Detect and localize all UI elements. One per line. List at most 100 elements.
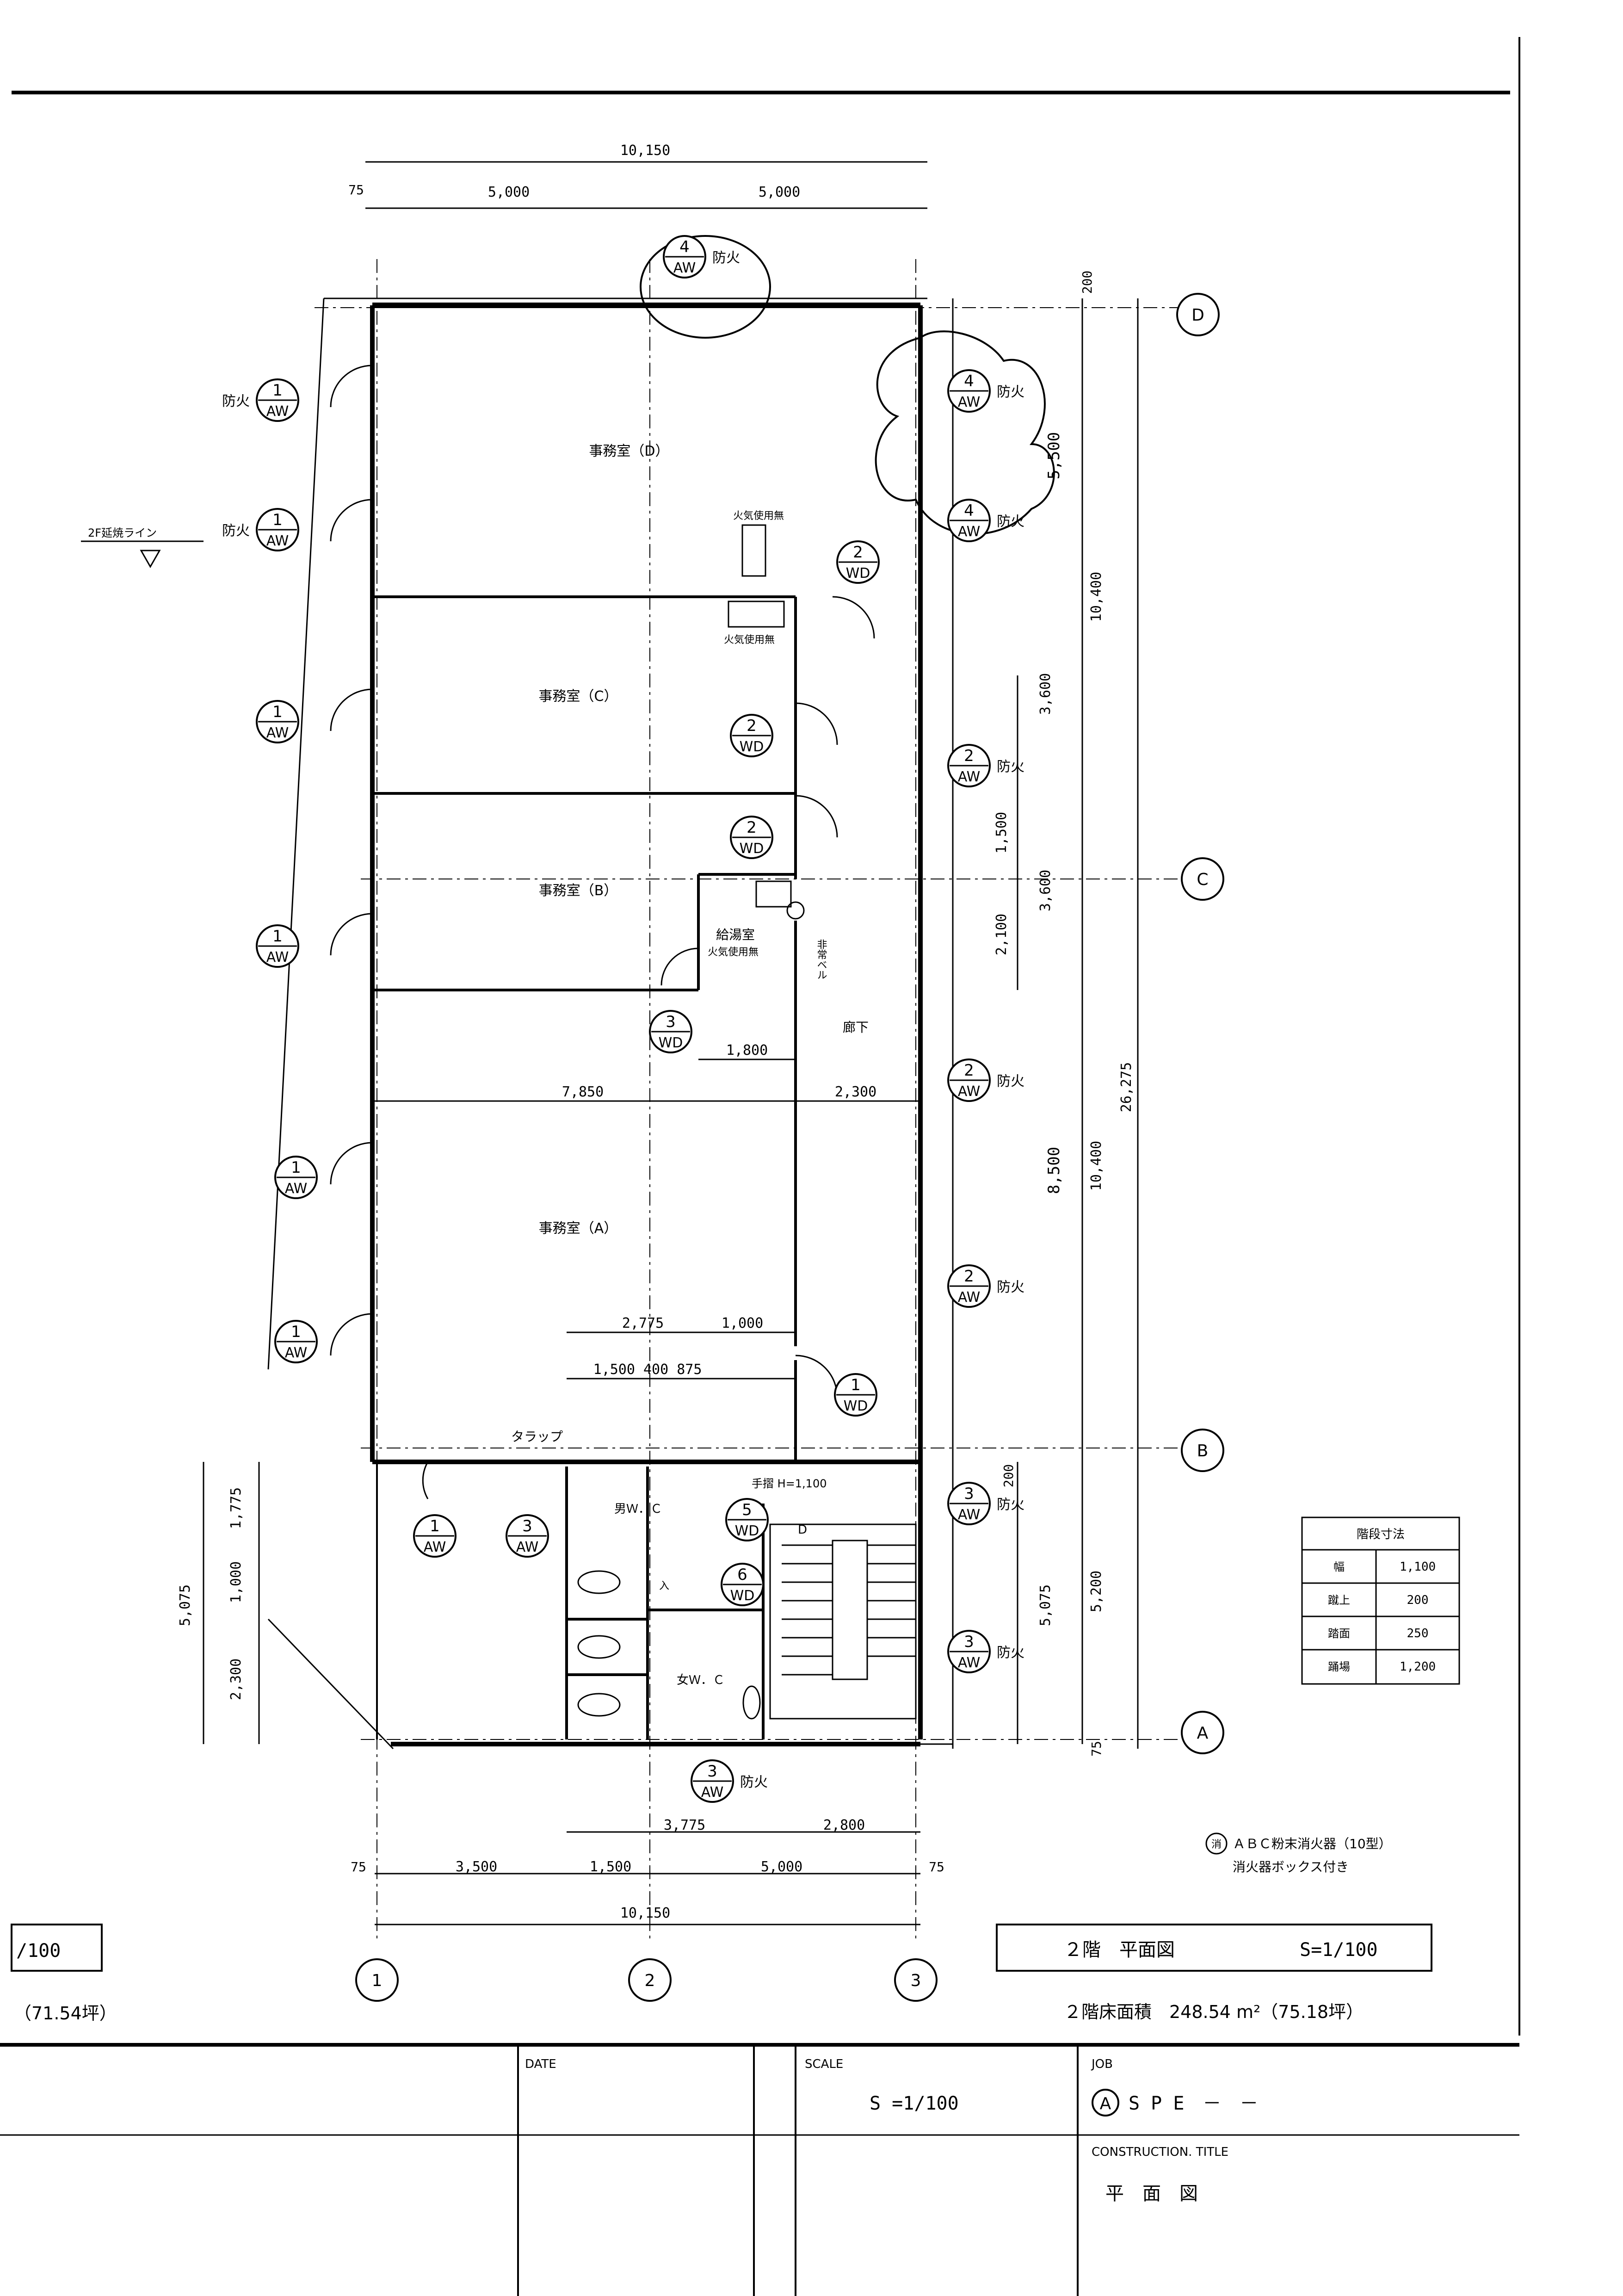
dim-right-5075: 5,075 <box>1037 1584 1054 1626</box>
tag-number: 1 <box>272 511 283 529</box>
dim-left-1000: 1,000 <box>228 1561 244 1603</box>
dim-mid-1800: 1,800 <box>726 1042 768 1058</box>
dim-bot-75: 75 <box>351 1859 366 1875</box>
title-text: /100 （71.54坪） ２階 平面図 S=1/100 ２階床面積 248.5… <box>14 1939 1378 2204</box>
grid-label-3: 3 <box>911 1971 921 1990</box>
dim-bot-2800: 2,800 <box>823 1817 865 1833</box>
tag-fire-note: 防火 <box>712 250 740 266</box>
dim-right-10400: 10,400 <box>1088 572 1105 622</box>
dim-bot-total: 10,150 <box>620 1905 670 1921</box>
toilet-icon <box>577 1693 621 1717</box>
note-fire-use: 火気使用無 <box>708 947 759 958</box>
dim-right-3600: 3,600 <box>1037 673 1054 715</box>
window-tag: 1AW 防火 <box>222 508 299 551</box>
tag-type: AW <box>266 725 289 741</box>
dim-right-75: 75 <box>1089 1741 1104 1757</box>
tag-type: AW <box>266 949 289 965</box>
tag-number: 3 <box>964 1485 974 1503</box>
exterior-walls <box>267 297 953 1746</box>
tag-number: 3 <box>522 1517 532 1535</box>
tag-fire-note: 防火 <box>997 1279 1024 1295</box>
window-tag: 1AW <box>256 700 299 743</box>
dim-left-5075: 5,075 <box>177 1584 193 1626</box>
tag-type: WD <box>846 565 870 582</box>
stair-table-value: 250 <box>1407 1627 1429 1640</box>
dim-mid-1500-400-875: 1,500 400 875 <box>593 1362 702 1378</box>
tag-number: 4 <box>679 238 690 256</box>
sink-icon <box>741 524 766 577</box>
grid-label-c: C <box>1197 870 1208 889</box>
job-circle-icon <box>1092 2089 1119 2117</box>
construction-title-value: 平 面 図 <box>1105 2183 1198 2204</box>
tag-number: 3 <box>707 1762 717 1781</box>
window-tag: 4AW 防火 <box>663 235 740 278</box>
grid-bubble-d <box>1176 293 1220 336</box>
left-scale-fragment: /100 <box>16 1940 61 1962</box>
tag-type: AW <box>958 524 981 540</box>
grid-bubble-a <box>1181 1711 1224 1754</box>
tag-type: AW <box>958 1083 981 1100</box>
tag-number: 1 <box>272 381 283 400</box>
job-value: S P E － － <box>1129 2093 1258 2114</box>
room-office-a: 事務室（A） <box>539 1220 618 1237</box>
grid-bubble-3 <box>894 1958 938 2002</box>
dim-right-200: 200 <box>1001 1464 1016 1488</box>
grid-label-d: D <box>1191 306 1204 325</box>
tag-type: WD <box>740 841 764 857</box>
window-tag: 5WD <box>725 1498 769 1541</box>
extinguisher-box-note: 消火器ボックス付き <box>1233 1859 1349 1875</box>
grid-bubble-1 <box>355 1958 399 2002</box>
job-label: JOB <box>1091 2057 1113 2071</box>
job-code-mark: A <box>1100 2094 1111 2113</box>
window-tag: 1AW <box>274 1320 318 1363</box>
note-fire-use: 火気使用無 <box>733 510 784 522</box>
dim-bot-1500: 1,500 <box>590 1859 631 1875</box>
dim-right-3600: 3,600 <box>1037 870 1054 911</box>
stair-table-label: 踊場 <box>1328 1660 1350 1673</box>
note-emergency-bell: 非常ベル <box>815 939 827 980</box>
grid-bubbles <box>355 293 1224 2002</box>
tag-fire-note: 防火 <box>997 1645 1024 1661</box>
dim-bot-3775: 3,775 <box>664 1817 705 1833</box>
note-fire-use: 火気使用無 <box>724 634 775 646</box>
left-area-fragment: （71.54坪） <box>14 2003 117 2024</box>
toilet-icon <box>577 1570 621 1594</box>
tag-number: 2 <box>964 747 974 765</box>
room-corridor: 廊下 <box>843 1020 869 1035</box>
window-tag: 1AW <box>274 1156 318 1199</box>
room-womens-wc: 女Ｗ．Ｃ <box>677 1673 725 1687</box>
dim-mid-2300: 2,300 <box>835 1084 876 1100</box>
tag-type: WD <box>659 1035 683 1051</box>
grid-label-b: B <box>1197 1442 1209 1461</box>
stair-table-value: 1,200 <box>1400 1660 1436 1674</box>
toilet-icon <box>577 1635 621 1659</box>
tag-fire-note: 防火 <box>222 523 250 539</box>
title-area <box>0 1924 1519 2296</box>
tag-type: AW <box>266 533 289 549</box>
sink-icon <box>755 880 792 908</box>
note-extension-line: 2F延焼ライン <box>88 526 157 539</box>
dim-right-10400: 10,400 <box>1088 1141 1105 1191</box>
tag-number: 2 <box>747 717 757 735</box>
tag-number: 2 <box>964 1061 974 1080</box>
room-office-c: 事務室（C） <box>539 688 618 705</box>
tag-type: AW <box>673 260 696 276</box>
extinguisher-icon <box>786 901 805 920</box>
extinguisher-mark: 消 <box>1211 1839 1222 1850</box>
tag-fire-note: 防火 <box>740 1774 768 1790</box>
tag-type: AW <box>266 403 289 420</box>
window-tag: 3AW <box>506 1514 549 1558</box>
dim-mid-7850: 7,850 <box>562 1084 604 1100</box>
tag-number: 1 <box>291 1158 301 1177</box>
extinguisher-note: ＡＢＣ粉末消火器（10型） <box>1233 1836 1392 1851</box>
dim-left-1775: 1,775 <box>228 1487 244 1529</box>
grid-label-2: 2 <box>645 1971 655 1990</box>
window-door-tags: 1AW防火1AW防火1AW1AW1AW1AW1AW3AW4AW防火4AW防火4A… <box>222 235 1024 1803</box>
tag-type: WD <box>740 739 764 755</box>
tag-number: 3 <box>666 1013 676 1031</box>
grid-bubble-c <box>1181 857 1224 901</box>
dim-right-8500: 8,500 <box>1045 1147 1063 1194</box>
